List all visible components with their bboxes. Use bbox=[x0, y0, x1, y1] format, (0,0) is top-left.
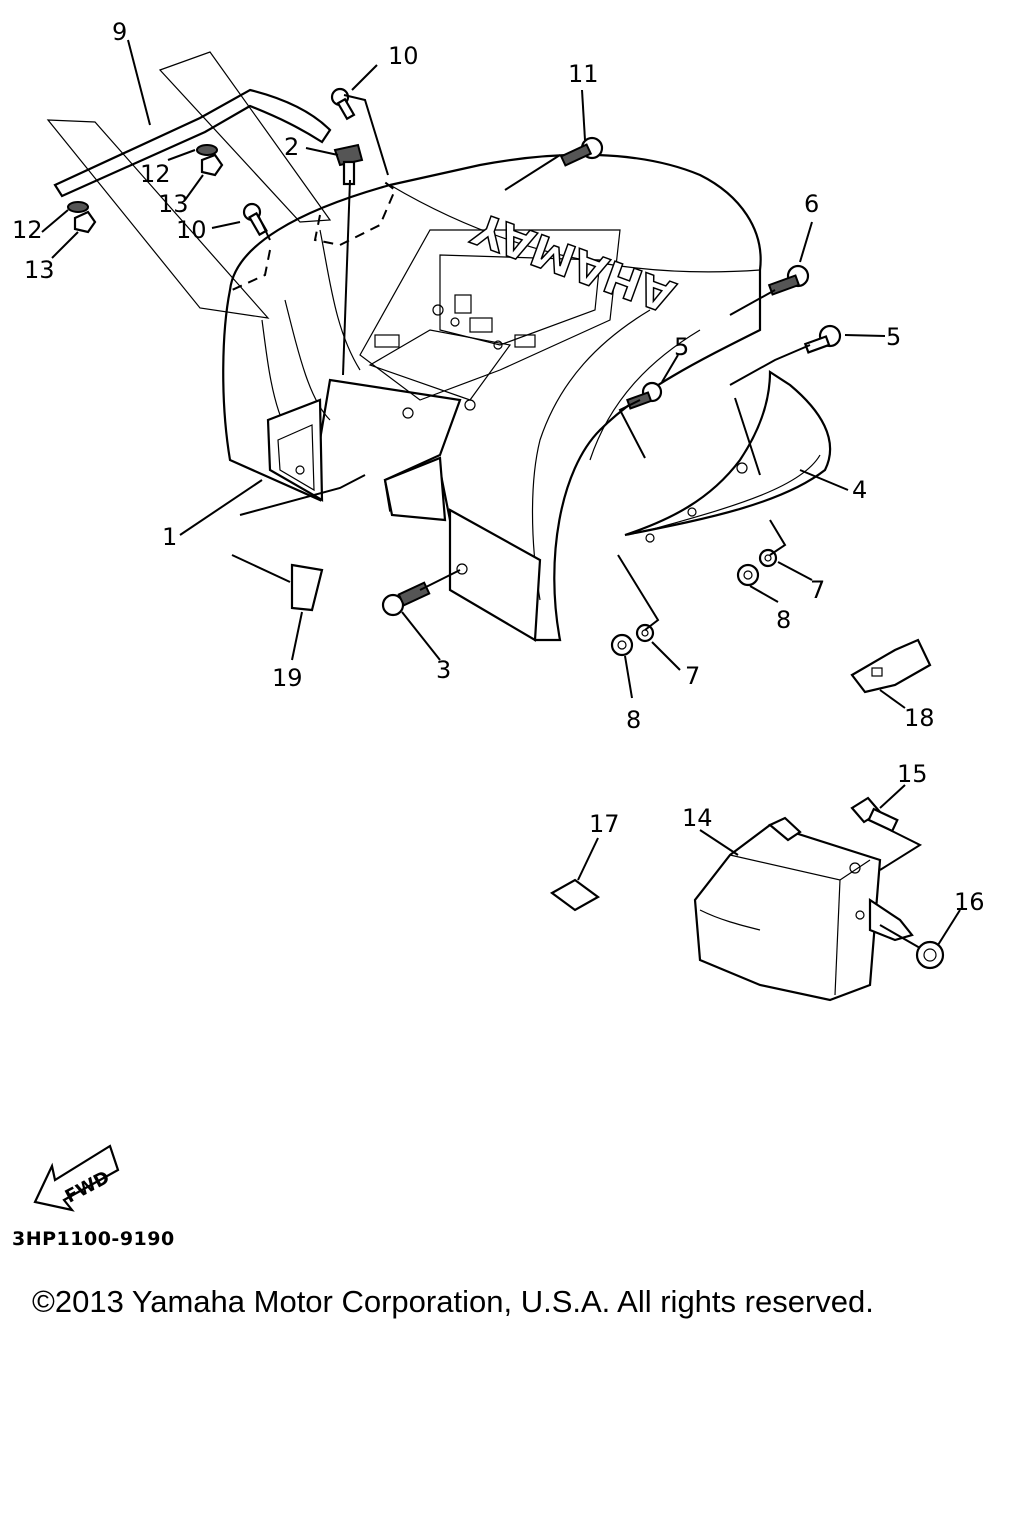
leader-lines bbox=[41, 39, 961, 946]
nut-8-right bbox=[736, 563, 760, 587]
washer-12-top bbox=[196, 144, 218, 156]
callout-4: 4 bbox=[852, 476, 867, 504]
callout-19: 19 bbox=[272, 664, 303, 692]
washer-12-left bbox=[67, 201, 89, 213]
forward-arrow: FWD bbox=[33, 1144, 120, 1212]
tail-light-housing bbox=[693, 816, 914, 1002]
copyright-notice: ©2013 Yamaha Motor Corporation, U.S.A. A… bbox=[32, 1284, 874, 1319]
callout-10: 10 bbox=[176, 216, 207, 244]
screw-10-left bbox=[242, 202, 268, 237]
callout-3: 3 bbox=[436, 656, 451, 684]
screw-6 bbox=[767, 264, 810, 296]
callout-7: 7 bbox=[810, 576, 825, 604]
callout-2: 2 bbox=[284, 133, 299, 161]
nut-13-top bbox=[200, 153, 224, 177]
callout-8: 8 bbox=[626, 706, 641, 734]
bolt-3 bbox=[381, 581, 431, 617]
callout-5: 5 bbox=[886, 323, 901, 351]
callout-12: 12 bbox=[140, 160, 171, 188]
callout-11: 11 bbox=[568, 60, 599, 88]
rear-fender: YAMAHA bbox=[222, 153, 762, 642]
callout-9: 9 bbox=[112, 18, 127, 46]
nut-16 bbox=[915, 940, 945, 970]
rear-guard bbox=[624, 369, 832, 543]
callout-1: 1 bbox=[162, 523, 177, 551]
callout-13: 13 bbox=[24, 256, 55, 284]
part-diagram-code: 3HP1100-9190 bbox=[12, 1228, 175, 1250]
screw-10-top bbox=[330, 87, 356, 121]
callout-5: 5 bbox=[674, 333, 689, 361]
callouts: 9 10 2 12 13 10 12 13 11 6 5 5 4 1 7 8 1… bbox=[12, 18, 985, 916]
callout-6: 6 bbox=[804, 190, 819, 218]
grab-bar bbox=[46, 51, 332, 319]
callout-14: 14 bbox=[682, 804, 713, 832]
nut-8-left bbox=[610, 633, 634, 657]
bolt-2 bbox=[333, 143, 364, 186]
washer-7-left bbox=[635, 623, 655, 643]
callout-12: 12 bbox=[12, 216, 43, 244]
clip-18 bbox=[850, 638, 932, 694]
nut-13-left bbox=[73, 210, 97, 234]
callout-17: 17 bbox=[589, 810, 620, 838]
plate-19 bbox=[290, 563, 324, 612]
mounting-lines bbox=[231, 94, 923, 949]
pad-17 bbox=[549, 878, 601, 912]
callout-16: 16 bbox=[954, 888, 985, 916]
callout-8: 8 bbox=[776, 606, 791, 634]
callout-7: 7 bbox=[685, 662, 700, 690]
callout-18: 18 bbox=[904, 704, 935, 732]
screw-11 bbox=[559, 136, 604, 167]
callout-13: 13 bbox=[158, 190, 189, 218]
screw-5-right bbox=[803, 324, 842, 354]
bolt-15 bbox=[850, 796, 899, 833]
callout-10: 10 bbox=[388, 42, 419, 70]
callout-15: 15 bbox=[897, 760, 928, 788]
